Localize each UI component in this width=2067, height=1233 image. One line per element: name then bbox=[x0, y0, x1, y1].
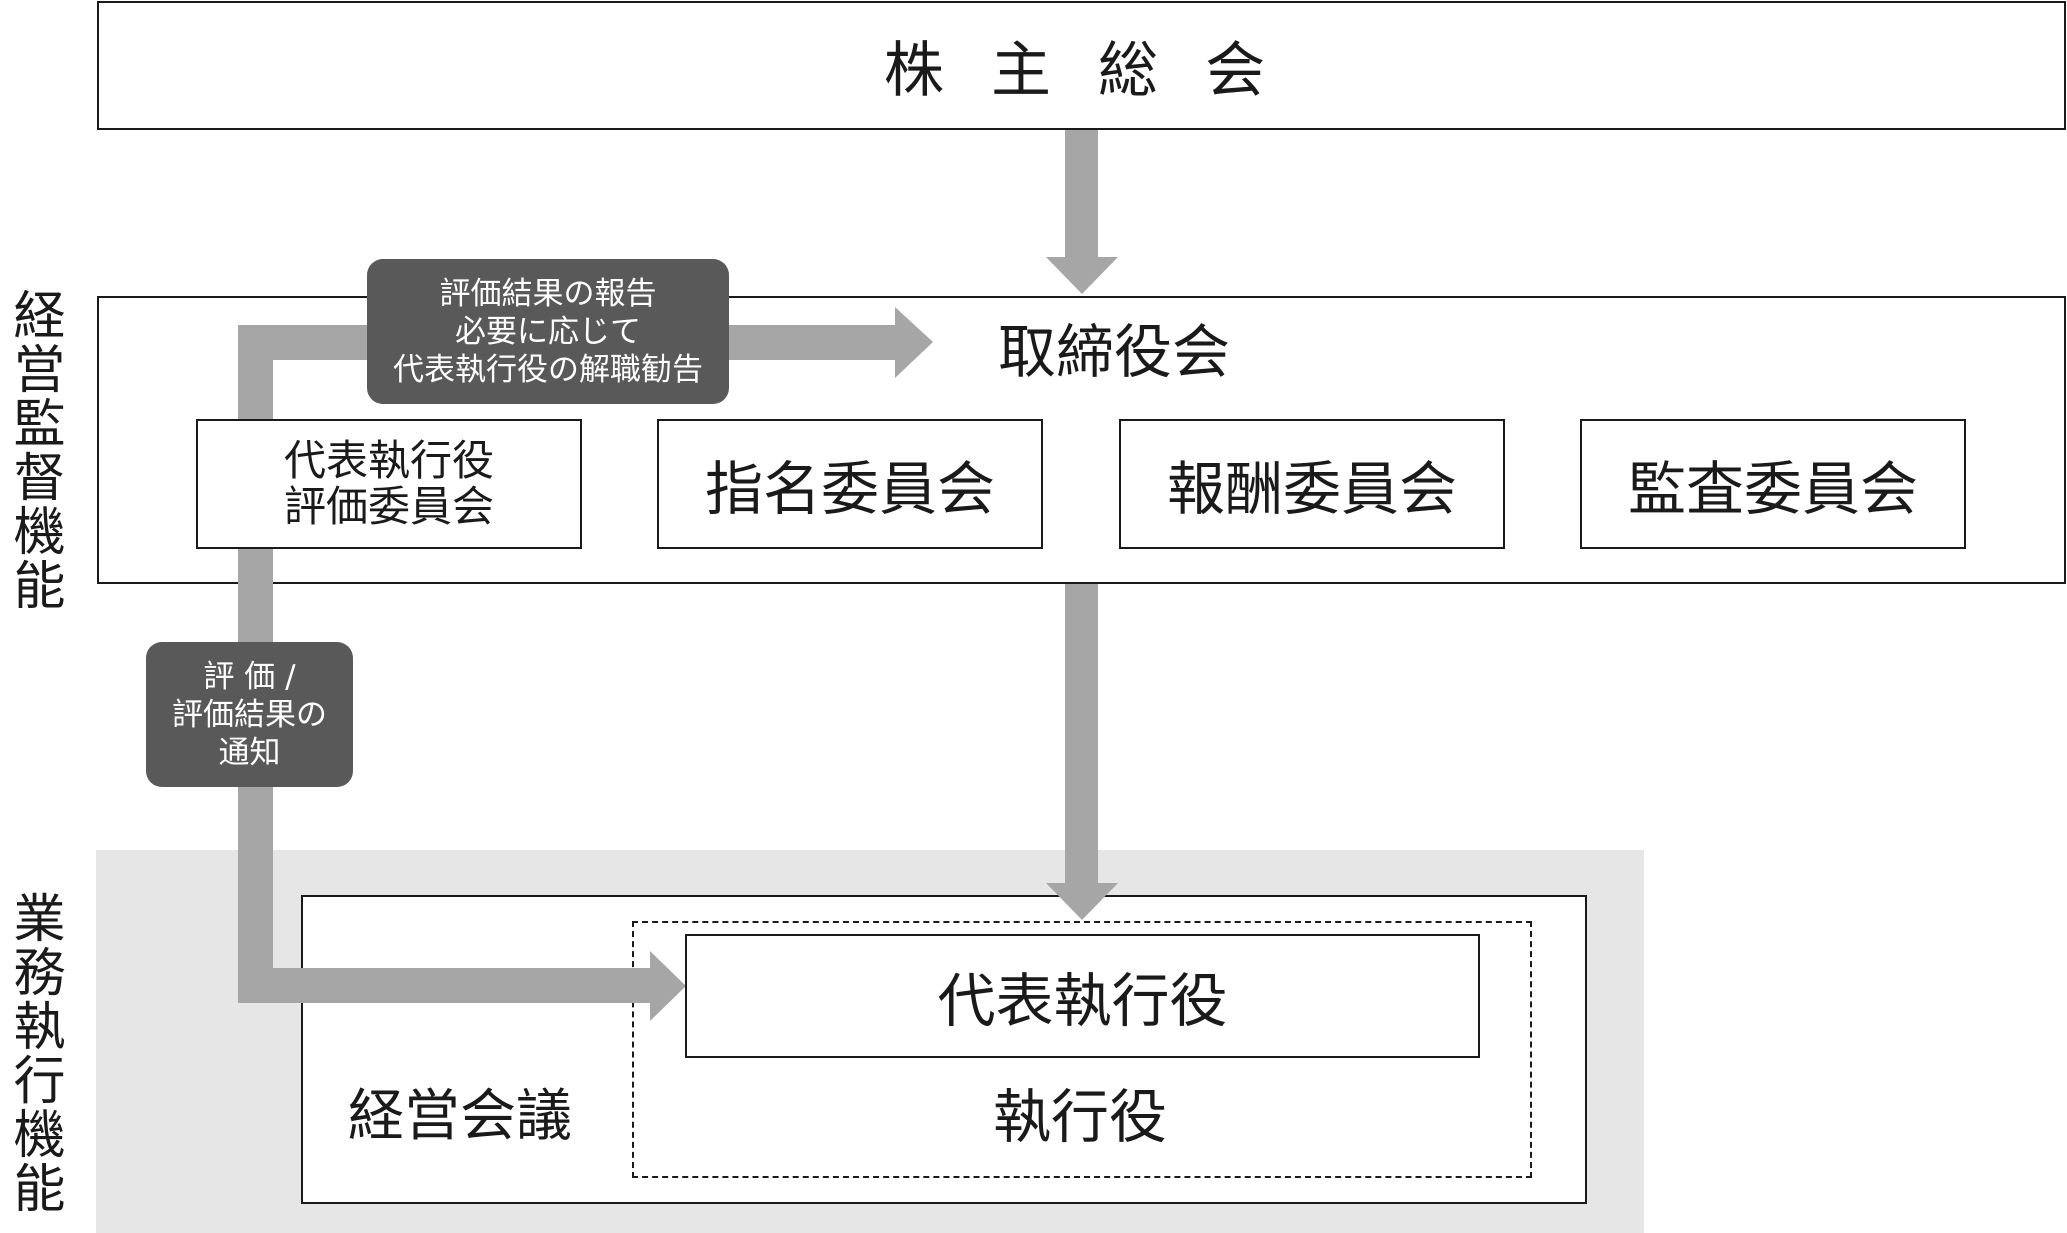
audit-committee-label: 監査委員会 bbox=[1627, 455, 1918, 523]
nomination-committee-box: 指名委員会 bbox=[657, 419, 1043, 549]
evaluation-notice-callout: 評 価 / 評価結果の 通知 bbox=[146, 642, 353, 787]
supervision-function-label: 経営監督機能 bbox=[4, 288, 64, 612]
representative-executive-officer-label: 代表執行役 bbox=[937, 967, 1228, 1035]
evaluation-report-callout: 評価結果の報告 必要に応じて 代表執行役の解職勧告 bbox=[367, 259, 729, 404]
evaluation-report-line2: 必要に応じて bbox=[455, 313, 641, 350]
compensation-committee-box: 報酬委員会 bbox=[1119, 419, 1505, 549]
evaluation-notice-line2: 評価結果の bbox=[172, 696, 327, 733]
shareholders-meeting-box: 株 主 総 会 bbox=[97, 1, 2066, 130]
evaluation-report-line1: 評価結果の報告 bbox=[439, 275, 657, 312]
compensation-committee-label: 報酬委員会 bbox=[1166, 455, 1457, 523]
ceo-evaluation-committee-line1: 代表執行役 bbox=[283, 436, 494, 485]
arrow-board-to-ceo bbox=[1046, 584, 1118, 920]
evaluation-notice-line3: 通知 bbox=[218, 734, 281, 771]
arrow-shareholders-to-board bbox=[1046, 130, 1118, 294]
nomination-committee-label: 指名委員会 bbox=[704, 455, 995, 523]
ceo-evaluation-committee-box: 代表執行役 評価委員会 bbox=[196, 419, 582, 549]
representative-executive-officer-box: 代表執行役 bbox=[685, 934, 1480, 1058]
ceo-evaluation-committee-line2: 評価委員会 bbox=[283, 482, 494, 531]
management-meeting-label: 経営会議 bbox=[348, 1084, 572, 1149]
shareholders-meeting-label: 株 主 総 会 bbox=[883, 36, 1280, 106]
evaluation-report-line3: 代表執行役の解職勧告 bbox=[393, 351, 703, 388]
board-of-directors-title: 取締役会 bbox=[997, 318, 1230, 386]
audit-committee-box: 監査委員会 bbox=[1580, 419, 1966, 549]
executive-officers-label: 執行役 bbox=[992, 1083, 1167, 1151]
arrow-evaluation-to-ceo bbox=[238, 951, 686, 1021]
evaluation-notice-line1: 評 価 / bbox=[203, 658, 296, 695]
execution-function-label: 業務執行機能 bbox=[4, 890, 64, 1215]
